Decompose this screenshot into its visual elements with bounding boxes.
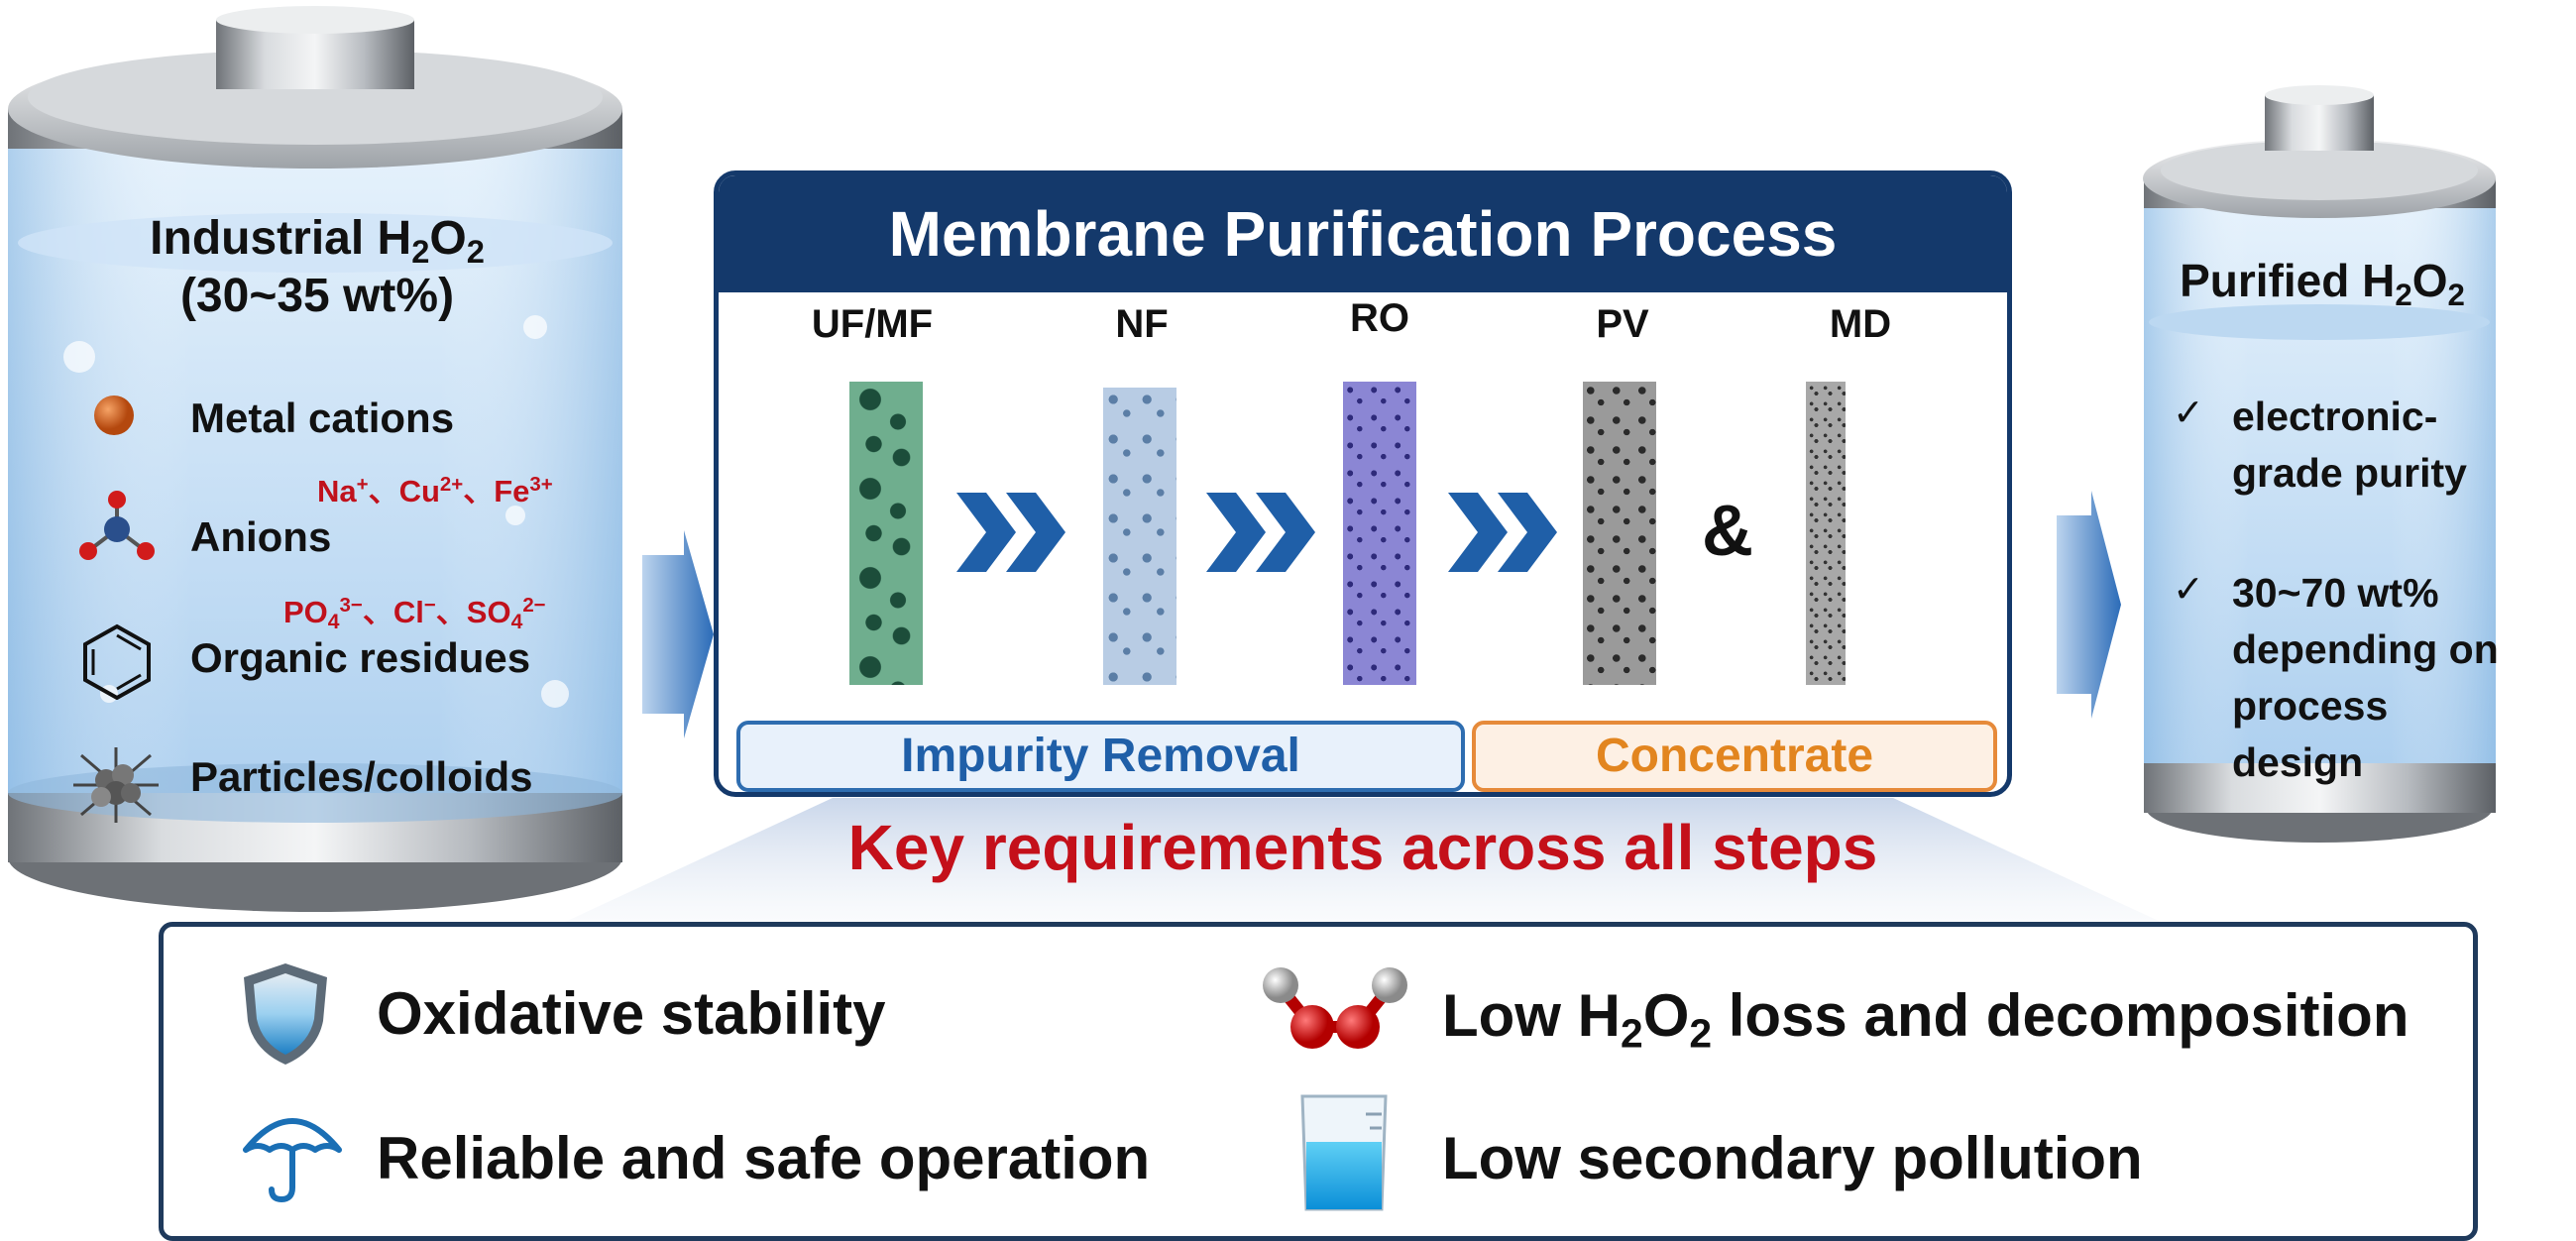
h2o2-molecule-icon	[1263, 967, 1407, 1049]
anion-list: PO43−、Cl−、SO42−	[283, 593, 546, 633]
concentrate-stage: Concentrate	[1472, 721, 1997, 792]
double-chevron-icon	[1448, 493, 1557, 572]
membrane-md	[1806, 382, 1846, 685]
step-label-pv: PV	[1596, 302, 1649, 346]
req-oxidative-stability: Oxidative stability	[377, 980, 886, 1047]
process-panel: Membrane Purification Process UF/MF NF R…	[714, 170, 2012, 797]
molecule-icon	[79, 491, 155, 560]
product-tank-drawing	[2143, 85, 2496, 843]
double-chevron-icon	[1206, 493, 1315, 572]
beaker-icon	[1300, 1094, 1388, 1211]
step-label-ufmf: UF/MF	[811, 302, 934, 346]
req-reliable-safe-operation: Reliable and safe operation	[377, 1125, 1151, 1191]
particles-colloids-label: Particles/colloids	[190, 753, 533, 800]
source-concentration: (30~35 wt%)	[179, 270, 455, 322]
product-tank-title: Purified H2O2	[2180, 255, 2465, 312]
umbrella-icon	[243, 1118, 342, 1203]
product-item-concentration: 30~70 wt% depending on process design	[2232, 570, 2499, 785]
check-icon: ✓	[2173, 569, 2204, 611]
membrane-nf	[1103, 388, 1176, 685]
funnel-shape	[565, 798, 2161, 922]
source-tank-title: Industrial H2O2 (30~35 wt%)	[150, 212, 485, 322]
impurity-removal-stage: Impurity Removal	[736, 721, 1465, 792]
req-low-secondary-pollution: Low secondary pollution	[1442, 1125, 2143, 1191]
anions-label: Anions	[190, 513, 332, 560]
membrane-ro	[1343, 382, 1416, 685]
double-chevron-icon	[956, 493, 1065, 572]
step-label-ro: RO	[1350, 296, 1409, 340]
arrow-to-product	[2057, 491, 2121, 719]
shield-icon	[244, 963, 327, 1065]
metal-cations-label: Metal cations	[190, 395, 455, 441]
product-item-purity: electronic- grade purity	[2232, 394, 2467, 496]
req-low-h2o2-loss: Low H2O2 loss and decomposition	[1442, 982, 2409, 1057]
orange-sphere-icon	[94, 395, 134, 435]
step-label-md: MD	[1829, 302, 1892, 346]
membrane-ufmf	[849, 382, 923, 685]
membrane-pv	[1583, 382, 1656, 685]
colloid-cluster-icon	[73, 747, 159, 823]
arrow-to-process	[642, 530, 714, 738]
process-title: Membrane Purification Process	[719, 175, 2007, 292]
ampersand: &	[1702, 492, 1753, 571]
benzene-ring-icon	[83, 623, 151, 700]
step-label-nf: NF	[1115, 302, 1169, 346]
cation-list: Na+、Cu2+、Fe3+	[317, 472, 553, 508]
organic-residues-label: Organic residues	[190, 634, 531, 681]
check-icon: ✓	[2173, 393, 2204, 434]
source-tank-drawing	[8, 6, 622, 912]
key-requirements-title: Key requirements across all steps	[847, 812, 1878, 883]
